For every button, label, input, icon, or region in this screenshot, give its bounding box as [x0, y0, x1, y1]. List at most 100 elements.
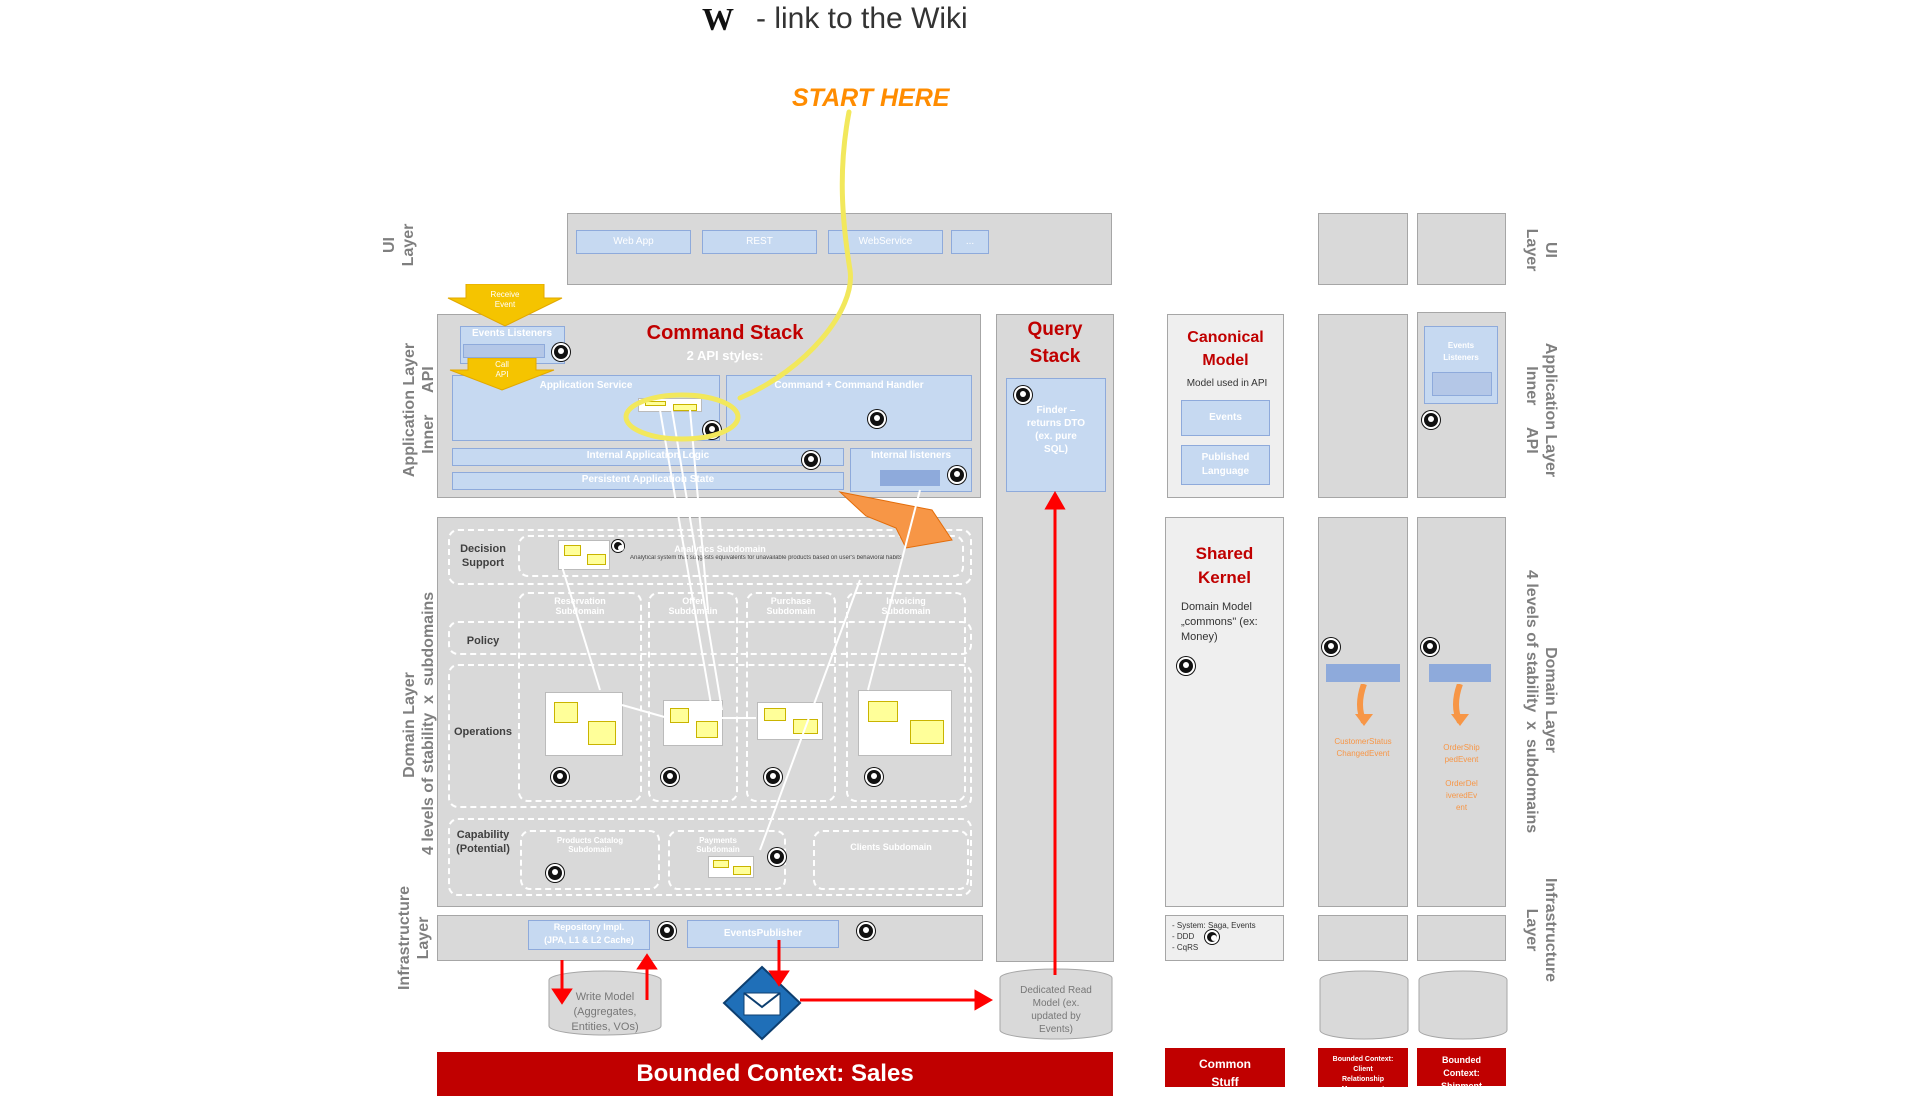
- crm-infra-panel: [1318, 915, 1408, 961]
- infrastructure-layer-label: Infrastructure Layer: [396, 885, 432, 991]
- finder-label: Finder – returns DTO (ex. pure SQL): [1026, 405, 1086, 455]
- decision-support-label: Decision Support: [460, 543, 506, 569]
- products-catalog-label: Products Catalog Subdomain: [556, 836, 624, 854]
- canonical-events-box[interactable]: [1181, 400, 1270, 436]
- github-icon[interactable]: [551, 768, 569, 786]
- analytics-subdomain-box[interactable]: [518, 535, 964, 577]
- common-infra-lines: - System: Saga, Events - DDD - CqRS: [1172, 921, 1256, 952]
- published-language-box[interactable]: [1181, 445, 1270, 485]
- crm-aggregate-box[interactable]: [1326, 664, 1400, 682]
- webservice-chip[interactable]: WebService: [828, 230, 943, 254]
- persistent-state-label: Persistent Application State: [581, 474, 715, 485]
- capability-label: Capability (Potential): [456, 829, 510, 855]
- events-publisher-box[interactable]: [687, 920, 839, 948]
- github-icon[interactable]: [1014, 386, 1032, 404]
- command-handler-label: Command + Command Handler: [774, 380, 924, 391]
- github-icon[interactable]: [552, 343, 570, 361]
- shipment-domain-panel: [1417, 517, 1506, 907]
- common-stuff-bar: Common Stuff: [1165, 1048, 1285, 1089]
- reservation-diagram-thumbnail[interactable]: [545, 692, 623, 756]
- internal-logic-label: Internal Application Logic: [586, 450, 710, 461]
- write-model-cylinder[interactable]: [546, 970, 664, 1038]
- app-service-diagram-thumbnail[interactable]: [638, 398, 702, 412]
- domain-layer-label-right: Domain Layer 4 levels of stability x sub…: [1523, 570, 1559, 834]
- ui-layer-label: UI Layer: [381, 223, 417, 267]
- internal-listeners-inner-box: [880, 470, 940, 486]
- github-icon[interactable]: [612, 540, 624, 552]
- receive-event-label: Receive Event: [490, 290, 520, 309]
- products-catalog-subdomain-box[interactable]: [520, 830, 660, 890]
- shipment-event1-label: OrderShip pedEvent: [1443, 743, 1480, 764]
- internal-logic-box[interactable]: [452, 448, 844, 466]
- invoicing-subdomain-label: Invoicing Subdomain: [881, 596, 931, 616]
- shipment-listener-inner-box: [1432, 372, 1492, 396]
- start-here-label: START HERE: [792, 84, 950, 112]
- crm-domain-panel: [1318, 517, 1408, 907]
- rest-chip[interactable]: REST: [702, 230, 817, 254]
- offer-diagram-thumbnail[interactable]: [663, 700, 723, 746]
- events-listeners-label: Events Listeners: [471, 328, 553, 339]
- github-icon[interactable]: [703, 421, 721, 439]
- write-model-label: Write Model (Aggregates, Entities, VOs): [571, 991, 639, 1033]
- shared-kernel-panel: [1165, 517, 1284, 907]
- wiki-link-text[interactable]: - link to the Wiki: [756, 2, 968, 35]
- offer-subdomain-box[interactable]: [648, 592, 738, 802]
- purchase-subdomain-box[interactable]: [746, 592, 836, 802]
- github-icon[interactable]: [764, 768, 782, 786]
- purchase-diagram-thumbnail[interactable]: [757, 702, 823, 740]
- github-icon[interactable]: [1177, 657, 1195, 675]
- github-icon[interactable]: [1205, 930, 1219, 944]
- common-infra-panel: [1165, 915, 1284, 961]
- internal-listeners-label: Internal listeners: [870, 450, 952, 461]
- clients-subdomain-label: Clients Subdomain: [850, 842, 932, 852]
- shipment-aggregate-box[interactable]: [1429, 664, 1491, 682]
- persistent-state-box[interactable]: [452, 472, 844, 490]
- clients-subdomain-box[interactable]: [813, 830, 969, 890]
- more-chip[interactable]: ...: [951, 230, 989, 254]
- read-model-cylinder[interactable]: [997, 968, 1115, 1042]
- call-api-label: Call API: [495, 360, 509, 379]
- finder-box[interactable]: [1006, 378, 1106, 492]
- crm-down-arrow: [1355, 684, 1373, 726]
- repository-impl-box[interactable]: [528, 920, 650, 950]
- capability-row: [448, 818, 972, 896]
- receive-event-arrow: [447, 284, 563, 327]
- shipment-down-arrow: [1451, 684, 1469, 726]
- shipment-infra-panel: [1417, 915, 1506, 961]
- published-language-label: Published Language: [1201, 452, 1250, 477]
- github-icon[interactable]: [768, 848, 786, 866]
- analytics-diagram-thumbnail[interactable]: [558, 540, 610, 570]
- wiki-icon[interactable]: W: [702, 1, 734, 37]
- crm-ui-panel: [1318, 213, 1408, 285]
- github-icon[interactable]: [658, 922, 676, 940]
- orange-event-arrow: [838, 491, 953, 549]
- github-icon[interactable]: [661, 768, 679, 786]
- domain-layer-label: Domain Layer 4 levels of stability x sub…: [401, 591, 437, 855]
- shipment-database-cylinder[interactable]: [1417, 970, 1509, 1042]
- github-icon[interactable]: [1422, 411, 1440, 429]
- github-icon[interactable]: [802, 451, 820, 469]
- repository-impl-label: Repository Impl. (JPA, L1 & L2 Cache): [544, 922, 634, 945]
- events-publisher-label: EventsPublisher: [723, 928, 803, 939]
- analytics-subdomain-label: Analytics Subdomain: [674, 544, 766, 554]
- github-icon[interactable]: [948, 466, 966, 484]
- invoicing-diagram-thumbnail[interactable]: [858, 690, 952, 756]
- canonical-model-title: Canonical Model: [1187, 329, 1264, 369]
- query-stack-title: Query Stack: [1027, 319, 1083, 367]
- message-bus-icon[interactable]: [722, 965, 802, 1041]
- github-icon[interactable]: [546, 864, 564, 882]
- crm-event-label: CustomerStatus ChangedEvent: [1334, 737, 1392, 758]
- web-app-chip[interactable]: Web App: [576, 230, 691, 254]
- shipment-ui-panel: [1417, 213, 1506, 285]
- policy-label: Policy: [466, 635, 500, 647]
- github-icon[interactable]: [865, 768, 883, 786]
- operations-label: Operations: [453, 726, 513, 738]
- github-icon[interactable]: [1421, 638, 1439, 656]
- github-icon[interactable]: [1322, 638, 1340, 656]
- bounded-context-crm-bar: Bounded Context: Client Relationship Man…: [1318, 1048, 1408, 1093]
- payments-diagram-thumbnail[interactable]: [708, 856, 754, 878]
- shared-kernel-desc: Domain Model „commons" (ex: Money): [1181, 601, 1258, 643]
- github-icon[interactable]: [857, 922, 875, 940]
- crm-database-cylinder[interactable]: [1318, 970, 1410, 1042]
- github-icon[interactable]: [868, 410, 886, 428]
